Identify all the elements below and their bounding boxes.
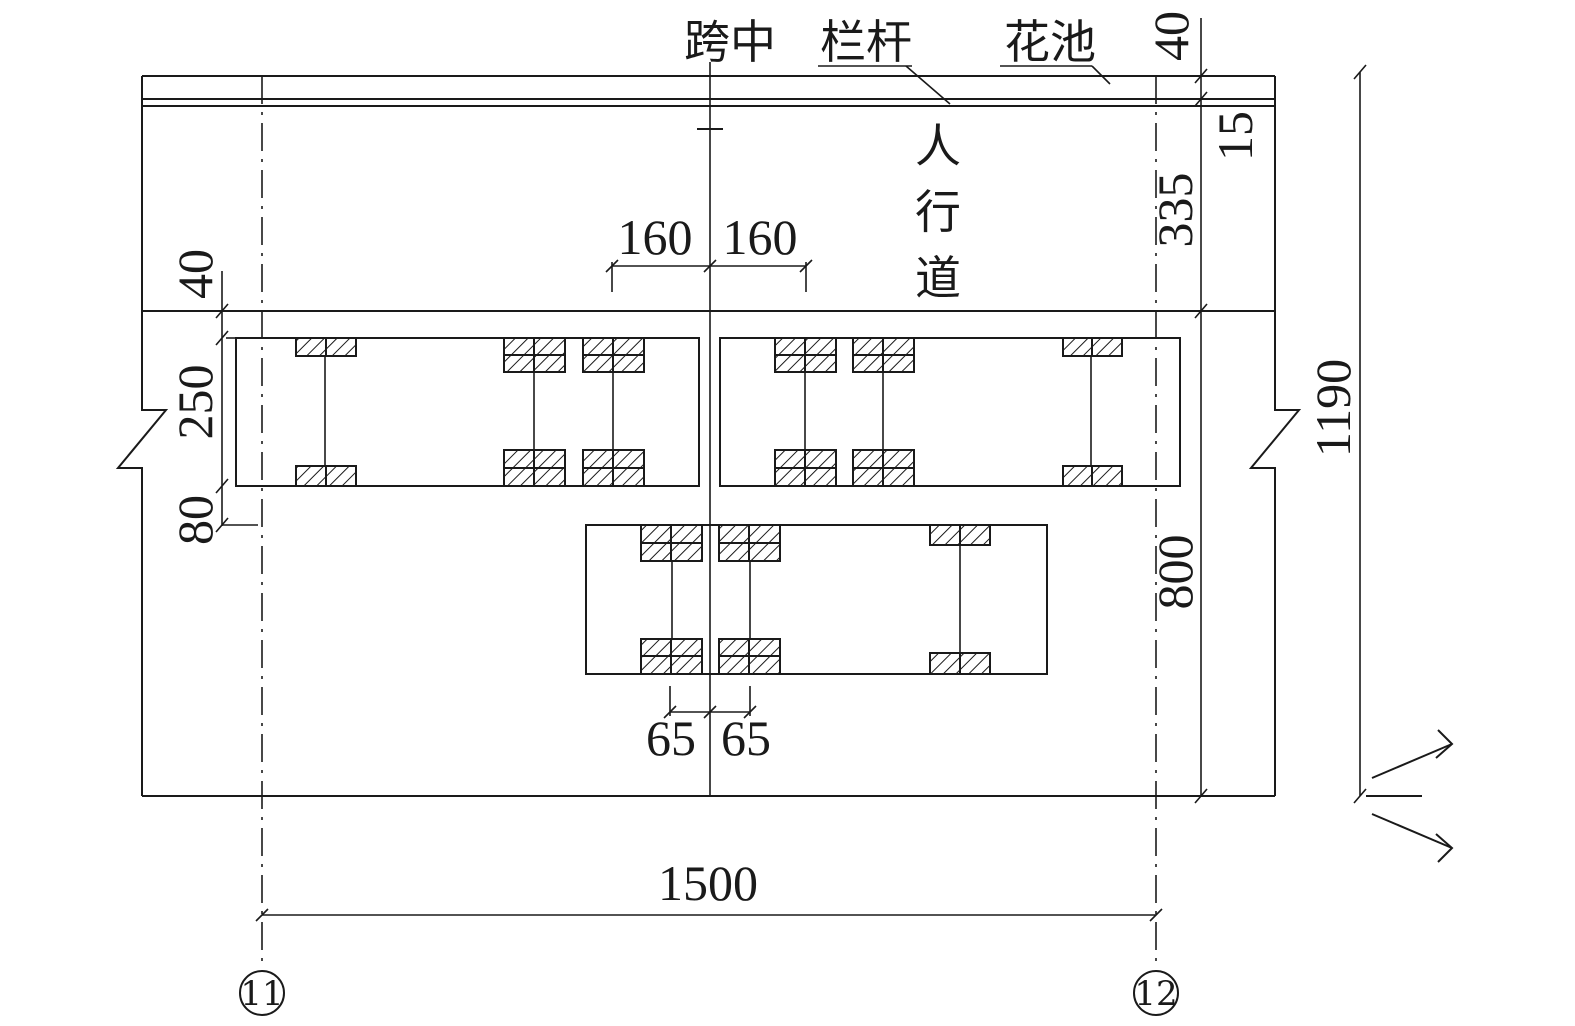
dim-65-left: 65 [646,710,696,766]
dim-left-250: 250 [167,365,223,440]
planter-label: 花池 [1004,15,1096,69]
dim-top-40: 40 [1143,11,1199,61]
dim-left-80: 80 [167,495,223,545]
dim-top-15: 15 [1207,111,1263,161]
railing-label: 栏杆 [820,15,912,69]
text-labels: 跨中 栏杆 花池 人 行 道 [684,15,1096,305]
vehicle-left [235,337,700,487]
dimension-lines [215,18,1367,922]
axis-markers: 11 12 [239,970,1179,1016]
sidewalk-label-3: 道 [915,251,961,305]
vehicle-bottom [585,524,1048,675]
vehicle-right [719,337,1181,487]
axles [324,356,1092,653]
axis-label-12: 12 [1134,974,1177,1014]
dimension-texts: 40 15 335 40 250 80 800 1190 160 160 65 … [167,11,1361,911]
dim-160-right: 160 [723,209,798,265]
dim-right-800: 800 [1147,535,1203,610]
dim-span-1500: 1500 [658,855,758,911]
vehicles [226,337,1181,675]
dim-160-left: 160 [618,209,693,265]
dim-65-right: 65 [721,710,771,766]
axis-label-11: 11 [240,974,283,1014]
midspan-label: 跨中 [684,15,776,69]
dim-right-335: 335 [1147,173,1203,248]
center-lines [261,62,1157,968]
section-marker [1366,729,1454,863]
sidewalk-label-1: 人 [915,119,961,173]
deck-outline [115,75,1302,797]
sidewalk-label-2: 行 [915,185,961,239]
dim-left-40: 40 [167,249,223,299]
dim-total-1190: 1190 [1305,359,1361,457]
wheels [295,337,1123,675]
axis-bubble-12 [1133,970,1179,1016]
axis-bubble-11 [239,970,285,1016]
label-leaders [818,65,1111,105]
